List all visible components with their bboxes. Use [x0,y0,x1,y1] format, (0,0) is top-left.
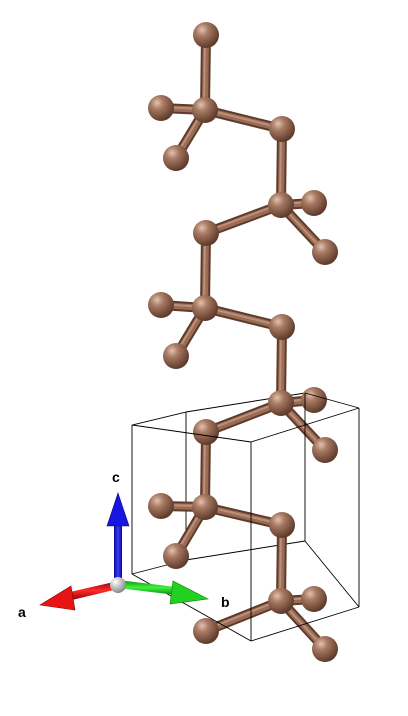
axis-b-label: b [221,594,230,610]
atom-sphere[interactable] [193,220,219,246]
atom-sphere[interactable] [312,437,338,463]
atom-sphere[interactable] [312,239,338,265]
atom-sphere[interactable] [301,190,327,216]
cell-edge [131,424,252,443]
atom-sphere[interactable] [193,22,219,48]
atom-sphere[interactable] [148,95,174,121]
atom-sphere[interactable] [269,314,295,340]
axis-c-arrowhead [106,492,130,527]
axis-b-arrowhead [169,580,209,605]
cell-edge [185,540,306,561]
axis-c-label: c [112,469,120,485]
cell-edge [131,411,187,426]
axis-a-arrowhead [39,585,76,611]
bond [203,202,284,236]
atom-sphere[interactable] [163,543,189,569]
atom-sphere[interactable] [148,493,174,519]
atom-sphere[interactable] [193,419,219,445]
atom-sphere[interactable] [192,295,218,321]
atom-sphere[interactable] [163,343,189,369]
atom-sphere[interactable] [268,192,294,218]
atom-sphere[interactable] [148,292,174,318]
atom-sphere[interactable] [268,588,294,614]
atom-sphere[interactable] [269,116,295,142]
axis-a-shaft [70,581,118,600]
axes-origin [110,577,126,593]
atom-sphere[interactable] [192,494,218,520]
cell-edge [250,606,360,642]
axis-c-shaft [114,522,122,582]
atom-sphere[interactable] [269,512,295,538]
cell-edge [304,392,360,409]
atom-sphere[interactable] [268,390,294,416]
atoms-layer [148,22,338,662]
axis-a-label: a [18,604,26,620]
atom-sphere[interactable] [312,636,338,662]
atom-sphere[interactable] [192,97,218,123]
atom-sphere[interactable] [193,618,219,644]
atom-sphere[interactable] [163,145,189,171]
cell-edge [250,407,360,443]
axes-indicator: c b a [18,469,230,620]
atom-sphere[interactable] [301,586,327,612]
bond [203,598,284,634]
bond [203,400,284,435]
axis-b-shaft [118,580,176,595]
cell-edge [304,540,360,608]
